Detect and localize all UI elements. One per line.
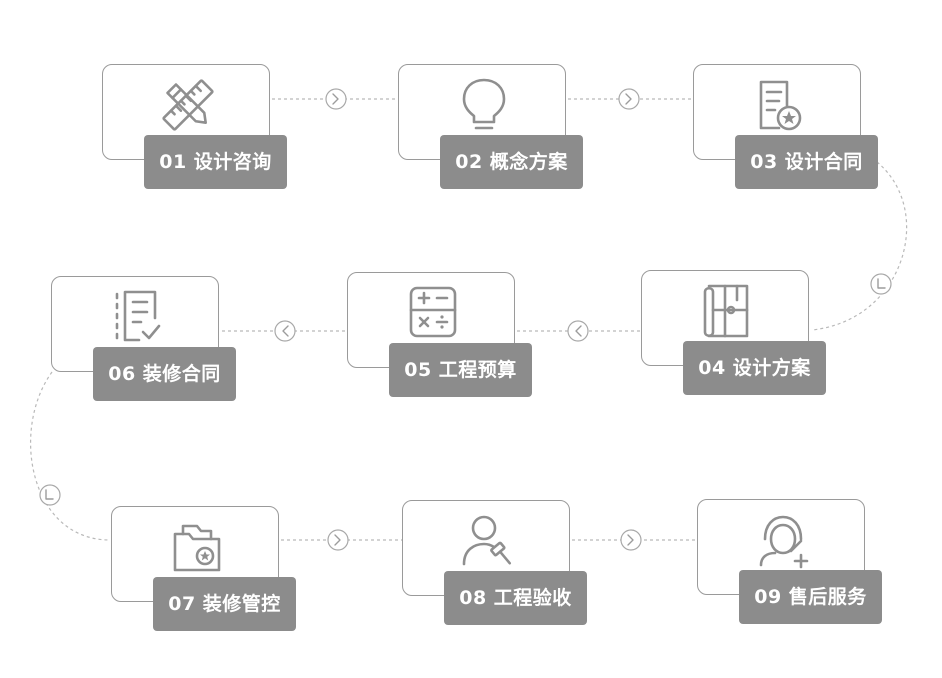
step-label: 06 装修合同 <box>93 347 236 401</box>
blueprint-map-icon <box>703 284 749 338</box>
step-label: 09 售后服务 <box>739 570 882 624</box>
step-04: 04 设计方案 <box>641 270 826 398</box>
arrow-right-icon <box>327 529 349 551</box>
lightbulb-icon <box>462 78 506 130</box>
calculator-icon <box>409 286 457 338</box>
step-label: 02 概念方案 <box>440 135 583 189</box>
ruler-pencil-icon <box>162 79 214 131</box>
folder-star-icon <box>173 524 221 572</box>
arrow-left-icon <box>274 320 296 342</box>
arrow-right-icon <box>325 88 347 110</box>
contract-star-icon <box>759 80 802 131</box>
arrow-right-icon <box>618 88 640 110</box>
step-label: 07 装修管控 <box>153 577 296 631</box>
step-07: 07 装修管控 <box>111 506 296 634</box>
connector-03-04 <box>811 161 908 331</box>
step-label: 03 设计合同 <box>735 135 878 189</box>
step-02: 02 概念方案 <box>398 64 583 192</box>
user-gavel-icon <box>462 515 512 566</box>
step-05: 05 工程预算 <box>347 272 532 400</box>
arrow-down-left-icon <box>870 273 892 295</box>
arrow-down-right-icon <box>39 484 61 506</box>
headset-support-icon <box>759 515 809 569</box>
step-06: 06 装修合同 <box>51 276 236 404</box>
arrow-right-icon <box>620 529 642 551</box>
step-label: 04 设计方案 <box>683 341 826 395</box>
connector-06-07 <box>30 371 111 541</box>
step-01: 01 设计咨询 <box>102 64 287 192</box>
step-08: 08 工程验收 <box>402 500 587 628</box>
step-label: 05 工程预算 <box>389 343 532 397</box>
step-label: 01 设计咨询 <box>144 135 287 189</box>
step-03: 03 设计合同 <box>693 64 878 192</box>
step-09: 09 售后服务 <box>697 499 882 627</box>
step-label: 08 工程验收 <box>444 571 587 625</box>
arrow-left-icon <box>567 320 589 342</box>
checklist-document-icon <box>115 290 161 342</box>
